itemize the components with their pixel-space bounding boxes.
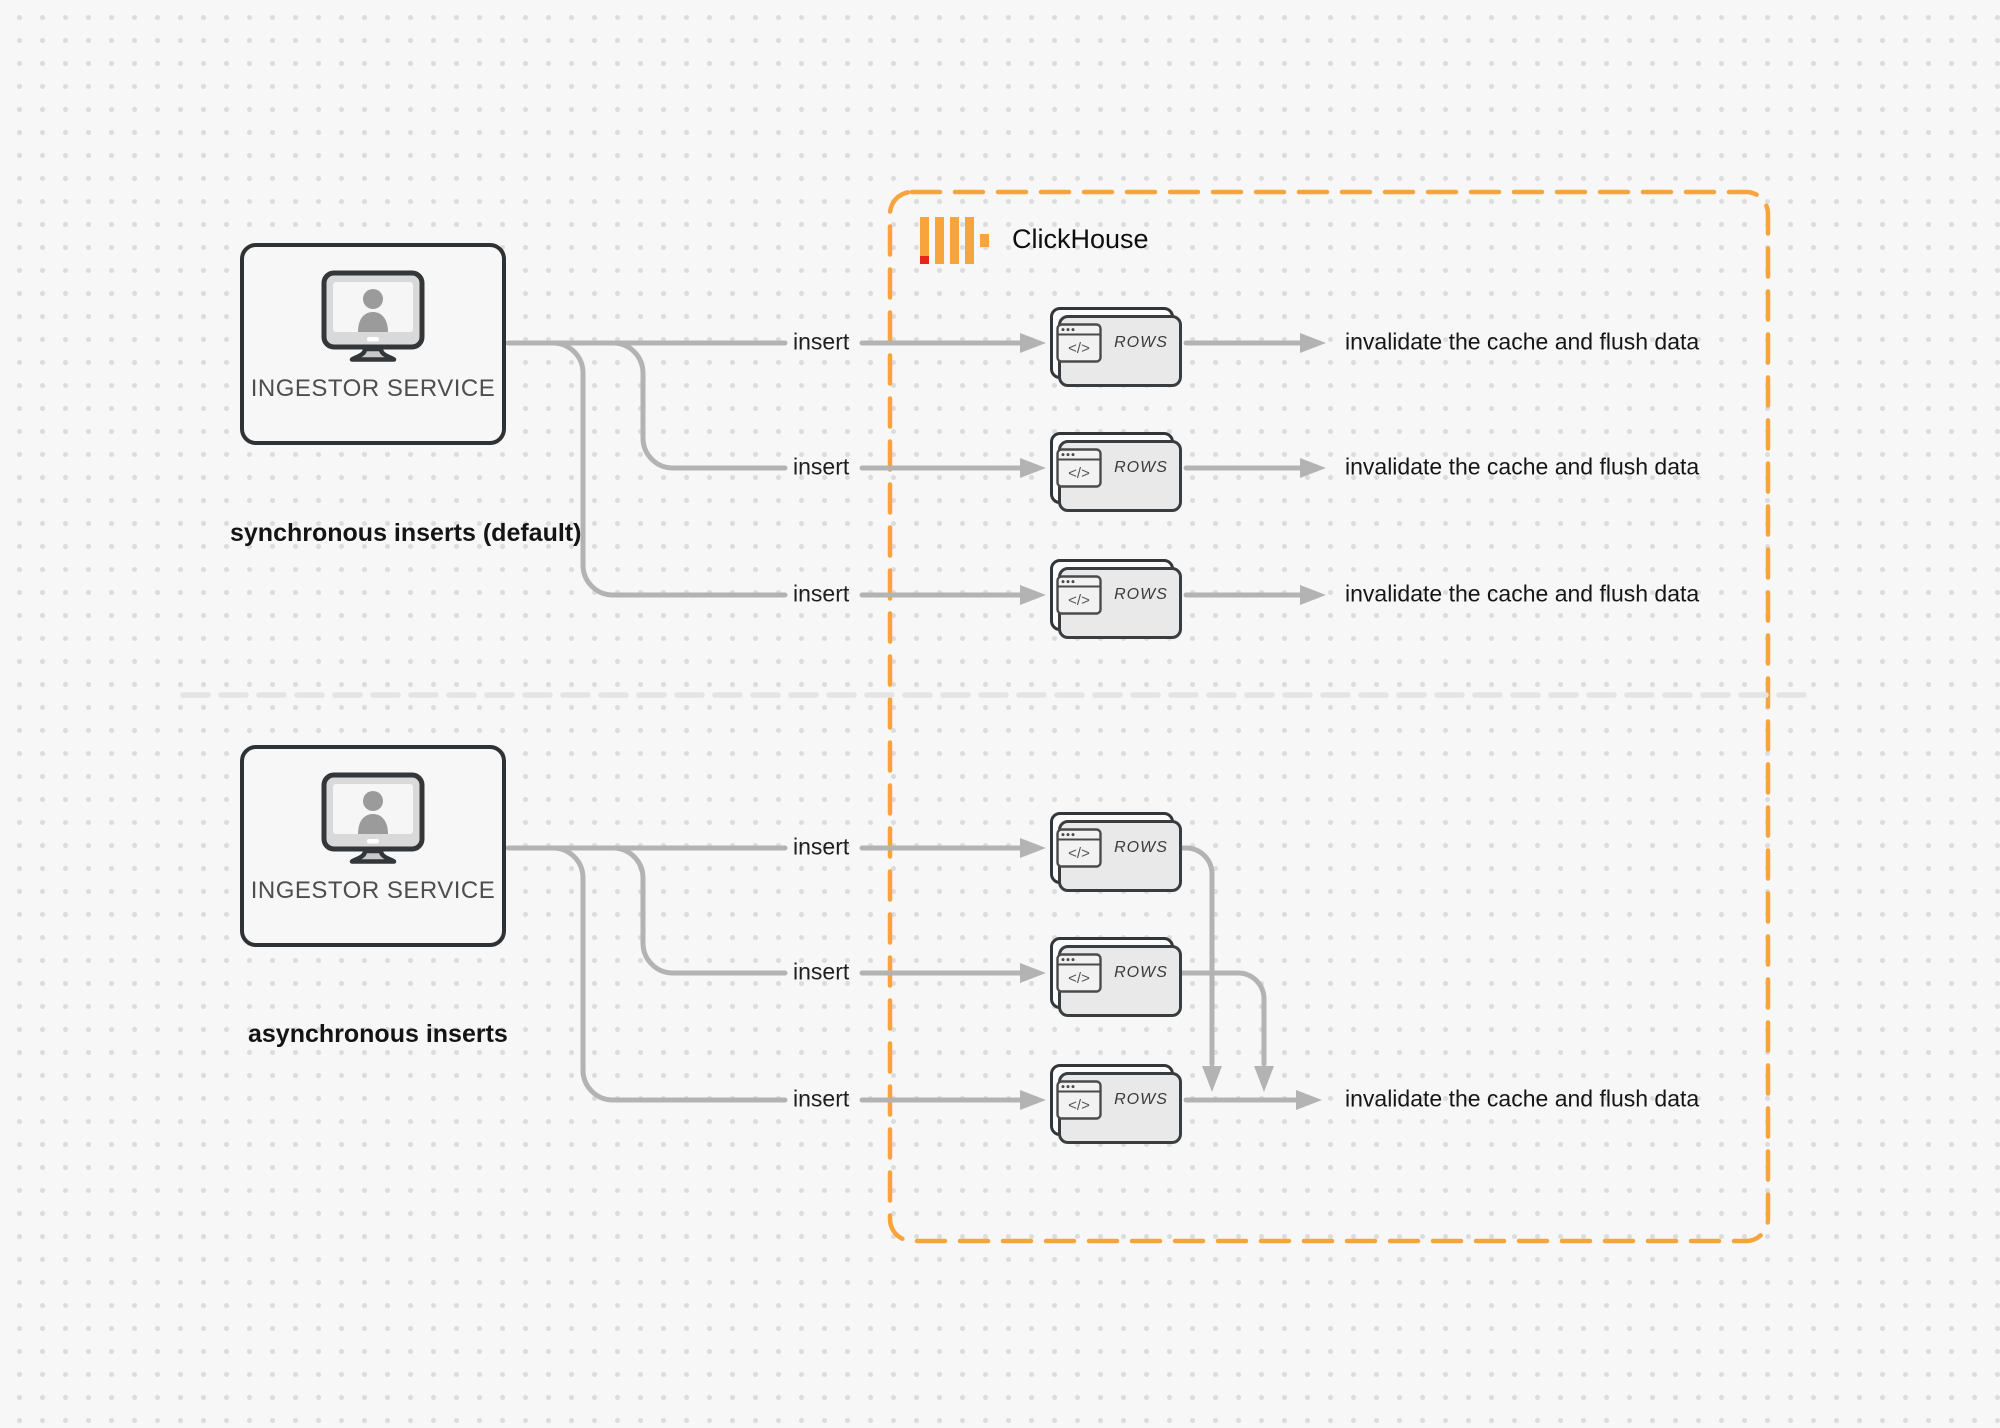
rows-card: </> ROWS (1050, 559, 1182, 639)
code-window-icon: </> (1056, 575, 1102, 615)
sync-section-label: synchronous inserts (default) (230, 519, 582, 547)
insert-label: insert (793, 958, 850, 985)
rows-card: </> ROWS (1050, 432, 1182, 512)
svg-text:</>: </> (1068, 970, 1090, 987)
svg-text:</>: </> (1068, 465, 1090, 482)
code-window-icon: </> (1056, 448, 1102, 488)
svg-text:</>: </> (1068, 340, 1090, 357)
svg-text:</>: </> (1068, 1097, 1090, 1114)
clickhouse-name: ClickHouse (1012, 223, 1149, 254)
result-label: invalidate the cache and flush data (1345, 453, 1700, 480)
insert-label: insert (793, 833, 850, 860)
gray-connectors (505, 340, 1303, 1103)
async-section-label: asynchronous inserts (248, 1020, 508, 1048)
rows-card-label: ROWS (1114, 964, 1168, 981)
monitor-user-icon (321, 772, 425, 864)
clickhouse-bars-icon (920, 217, 989, 264)
insert-label: insert (793, 328, 850, 355)
insert-label: insert (793, 580, 850, 607)
rows-card: </> ROWS (1050, 937, 1182, 1017)
code-window-icon: </> (1056, 953, 1102, 993)
rows-card-label: ROWS (1114, 459, 1168, 476)
rows-card-label: ROWS (1114, 334, 1168, 351)
ingestor-service-node-sync: INGESTOR SERVICE (240, 243, 506, 445)
code-window-icon: </> (1056, 828, 1102, 868)
insert-label: insert (793, 1085, 850, 1112)
merged-result-label: invalidate the cache and flush data (1345, 1085, 1700, 1112)
clickhouse-logo: ClickHouse (920, 216, 1149, 266)
rows-card-label: ROWS (1114, 586, 1168, 603)
rows-card: </> ROWS (1050, 307, 1182, 387)
clickhouse-boundary-box (887, 189, 1771, 1244)
monitor-user-icon (321, 270, 425, 362)
ingestor-service-title: INGESTOR SERVICE (250, 375, 496, 402)
ingestor-service-node-async: INGESTOR SERVICE (240, 745, 506, 947)
rows-card: </> ROWS (1050, 812, 1182, 892)
rows-card-label: ROWS (1114, 839, 1168, 856)
svg-text:</>: </> (1068, 592, 1090, 609)
code-window-icon: </> (1056, 1080, 1102, 1120)
rows-card-label: ROWS (1114, 1091, 1168, 1108)
ingestor-service-title: INGESTOR SERVICE (250, 877, 496, 904)
result-label: invalidate the cache and flush data (1345, 328, 1700, 355)
rows-card: </> ROWS (1050, 1064, 1182, 1144)
result-label: invalidate the cache and flush data (1345, 580, 1700, 607)
code-window-icon: </> (1056, 323, 1102, 363)
arrowheads (1020, 333, 1326, 1110)
insert-label: insert (793, 453, 850, 480)
svg-text:</>: </> (1068, 845, 1090, 862)
